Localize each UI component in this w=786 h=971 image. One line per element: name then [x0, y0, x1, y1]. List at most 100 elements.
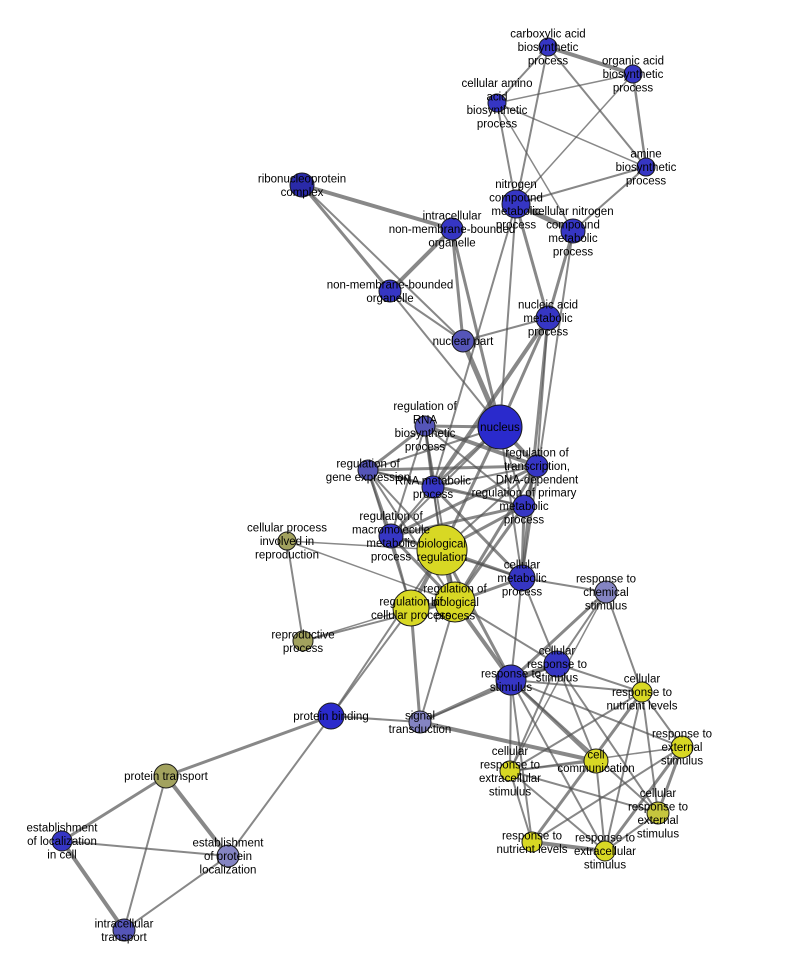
edge-n27-n30 — [418, 678, 513, 724]
node-n03[interactable] — [487, 93, 507, 113]
node-n12[interactable] — [477, 404, 523, 450]
edge-n33-n39 — [509, 770, 606, 852]
node-n23[interactable] — [277, 531, 297, 551]
node-n11[interactable] — [451, 329, 475, 353]
edge-n04-n05 — [515, 166, 647, 205]
edge-n10-n11 — [462, 317, 549, 342]
edge-n07-n11 — [301, 184, 464, 342]
edge-n16-n17 — [432, 486, 525, 507]
edge-n27-n31 — [510, 679, 683, 748]
edge-n26-n28 — [556, 663, 643, 693]
edge-n14-n15 — [366, 464, 539, 472]
node-n05[interactable] — [501, 189, 531, 219]
node-n36[interactable] — [51, 830, 73, 852]
edge-n06-n10 — [546, 229, 575, 320]
edge-n27-n34 — [510, 679, 659, 814]
node-n39[interactable] — [594, 840, 616, 862]
edge-n04-n06 — [572, 166, 647, 232]
node-n15[interactable] — [357, 459, 379, 481]
edge-n29-n30 — [330, 715, 421, 723]
edge-n01-n05 — [515, 46, 549, 205]
edge-n25-n33 — [509, 591, 607, 772]
edge-n30-n32 — [418, 720, 598, 763]
edge-n20-n27 — [510, 577, 523, 681]
node-n19[interactable] — [416, 524, 468, 576]
edge-n05-n12 — [499, 203, 517, 428]
edge-n13-n14 — [423, 424, 539, 468]
edge-n08-n09 — [388, 227, 454, 293]
node-n34[interactable] — [646, 801, 670, 825]
node-n04[interactable] — [636, 157, 656, 177]
edge-n03-n06 — [496, 102, 574, 232]
edge-n21-n30 — [409, 606, 422, 724]
node-n38[interactable] — [521, 831, 543, 853]
node-n26[interactable] — [543, 650, 571, 678]
node-n09[interactable] — [378, 279, 402, 303]
node-n16[interactable] — [421, 475, 445, 499]
edge-n36-n37 — [61, 840, 229, 857]
edge-n31-n38 — [531, 746, 683, 843]
edges-layer — [60, 45, 684, 932]
node-n32[interactable] — [583, 748, 609, 774]
node-n21[interactable] — [392, 589, 430, 627]
edge-n25-n26 — [556, 591, 607, 665]
edge-n36-n40 — [60, 839, 126, 932]
node-n10[interactable] — [535, 305, 561, 331]
node-n25[interactable] — [594, 580, 618, 604]
node-n24[interactable] — [292, 630, 314, 652]
node-n31[interactable] — [670, 735, 694, 759]
edge-n32-n33 — [509, 760, 597, 772]
edge-n20-n25 — [521, 577, 607, 593]
edge-n13-n15 — [366, 424, 427, 472]
edge-n27-n38 — [510, 679, 533, 843]
edge-n27-n28 — [510, 679, 643, 693]
edge-n09-n12 — [389, 290, 501, 428]
edge-n22-n30 — [419, 601, 456, 723]
node-n13[interactable] — [414, 415, 436, 437]
node-n08[interactable] — [440, 217, 464, 241]
node-n07[interactable] — [289, 172, 315, 198]
node-n14[interactable] — [525, 454, 549, 478]
edge-n14-n18 — [389, 464, 539, 538]
edge-n33-n34 — [509, 770, 659, 814]
node-n22[interactable] — [434, 581, 476, 623]
node-n02[interactable] — [623, 64, 643, 84]
node-n06[interactable] — [560, 218, 586, 244]
node-n01[interactable] — [538, 37, 558, 57]
node-n30[interactable] — [408, 710, 432, 734]
edge-n29-n35 — [164, 714, 333, 778]
edge-n31-n34 — [656, 745, 684, 815]
edge-n35-n40 — [123, 775, 167, 931]
node-n20[interactable] — [508, 564, 536, 592]
edge-n29-n37 — [227, 715, 332, 857]
edge-n06-n20 — [521, 230, 574, 579]
edge-n19-n23 — [286, 540, 443, 551]
node-n35[interactable] — [153, 763, 179, 789]
node-n17[interactable] — [512, 494, 536, 518]
edge-n37-n40 — [123, 855, 229, 931]
edge-n03-n05 — [496, 102, 517, 205]
edge-n01-n04 — [547, 46, 647, 168]
node-n40[interactable] — [112, 918, 136, 942]
node-n33[interactable] — [499, 760, 521, 782]
edge-n32-n39 — [595, 760, 606, 852]
edge-n19-n29 — [330, 549, 443, 717]
edge-n01-n02 — [546, 45, 635, 76]
node-n18[interactable] — [378, 523, 404, 549]
node-n37[interactable] — [216, 844, 240, 868]
edge-n17-n18 — [389, 504, 526, 538]
edge-n08-n12 — [450, 227, 502, 429]
edge-n33-n38 — [509, 770, 533, 843]
edge-n10-n14 — [536, 317, 549, 467]
edge-n07-n08 — [300, 183, 454, 231]
edge-n14-n22 — [453, 464, 539, 604]
edge-n26-n33 — [509, 663, 558, 772]
edge-n07-n09 — [300, 183, 392, 293]
node-n27[interactable] — [495, 664, 527, 696]
edge-n02-n05 — [515, 73, 634, 205]
edge-n38-n39 — [530, 840, 607, 853]
node-n28[interactable] — [631, 681, 653, 703]
edge-n22-n24 — [302, 601, 456, 642]
node-n29[interactable] — [317, 702, 345, 730]
